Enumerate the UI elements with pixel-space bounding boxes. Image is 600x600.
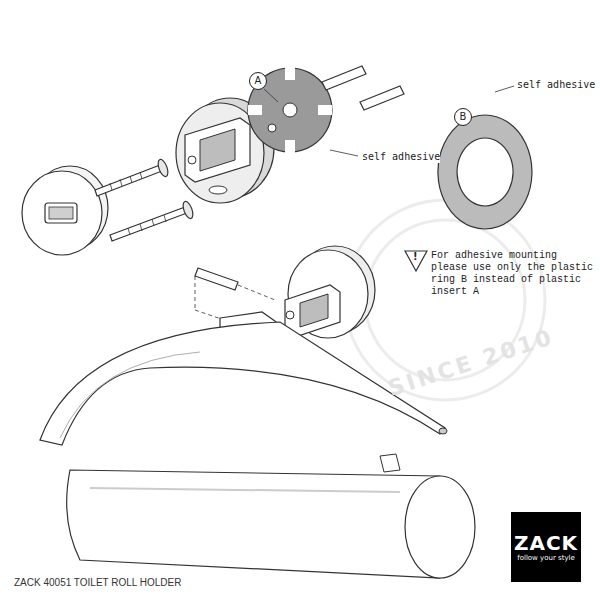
- brand-name: ZACK: [514, 532, 578, 554]
- figure-caption: ZACK 40051 TOILET ROLL HOLDER: [14, 577, 181, 588]
- brand-slogan: follow your style: [517, 554, 575, 562]
- callout-letter: B: [454, 108, 472, 126]
- watermark: SINCE 2010: [385, 324, 557, 402]
- brand-logo: ZACKfollow your style: [511, 512, 581, 582]
- part-note: self adhesive: [517, 79, 595, 91]
- mounting-note: For adhesive mounting please use only th…: [431, 250, 599, 298]
- callout-letter: A: [249, 72, 267, 90]
- part-note: self adhesive: [362, 151, 440, 163]
- warning-mark: !: [413, 251, 418, 263]
- callout-letter-text: A: [255, 76, 262, 86]
- callout-letter-text: B: [460, 112, 467, 122]
